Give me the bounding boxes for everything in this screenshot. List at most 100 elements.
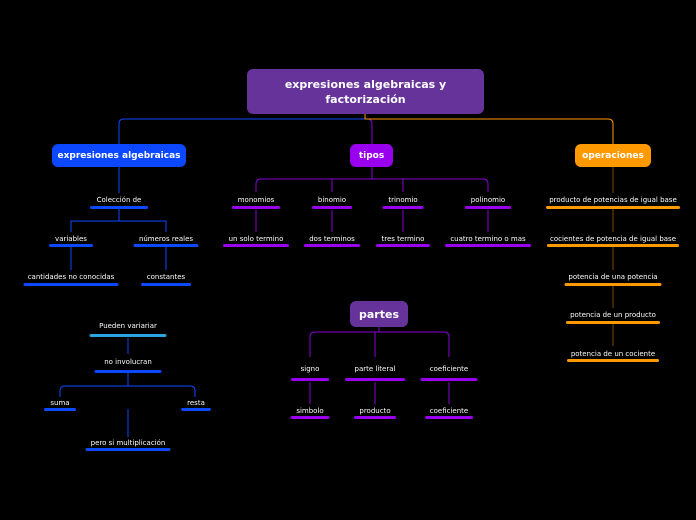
topic-signo[interactable]: signo [280,364,340,382]
topic-no-involucran-label: no involucran [104,358,152,366]
topic-parte-literal[interactable]: parte literal [335,364,415,382]
topic-monomios[interactable]: monomios [206,195,306,210]
topic-numeros-reales-label: números reales [138,235,194,243]
branch-operaciones-label: operaciones [582,150,644,161]
topic-potencia-producto-underline [566,321,660,324]
topic-parte-literal-underline [345,378,405,381]
topic-resta[interactable]: resta [166,398,226,413]
topic-producto-potencias-underline [546,206,680,209]
topic-polinomio-label: polinomio [470,196,506,204]
topic-pero-underline [85,448,171,451]
topic-coleccion-underline [90,206,148,209]
topic-dos-underline [304,244,360,247]
topic-producto-potencias-label: producto de potencias de igual base [549,196,677,204]
topic-variables-label: variables [55,235,87,243]
topic-monomios-underline [232,206,280,209]
topic-binomio[interactable]: binomio [292,195,372,210]
topic-resta-underline [181,408,211,411]
topic-pueden-underline [89,334,167,337]
topic-un-solo-underline [223,244,289,247]
line-root-expresiones [118,114,366,145]
branch-partes[interactable]: partes [350,301,408,327]
topic-potencia-potencia-label: potencia de una potencia [568,273,658,281]
topic-coeficiente-underline [420,378,478,381]
topic-trinomio[interactable]: trinomio [363,195,443,210]
topic-cuatro-label: cuatro termino o mas [450,235,526,243]
topic-cocientes-potencia-underline [547,244,679,247]
topic-potencia-cociente-underline [567,359,659,362]
topic-coeficiente-2[interactable]: coeficiente [409,406,489,421]
topic-simbolo-underline [290,416,330,419]
topic-tres-underline [376,244,430,247]
topic-potencia-cociente-label: potencia de un cociente [570,350,656,358]
topic-cocientes-potencia[interactable]: cocientes de potencia de igual base [538,234,688,249]
topic-polinomio-underline [465,206,511,209]
topic-pero-label: pero si multiplicación [90,439,166,447]
topic-suma-underline [44,408,76,411]
topic-constantes[interactable]: constantes [116,272,216,287]
topic-cuatro[interactable]: cuatro termino o mas [428,234,548,249]
lines-tipos [255,167,489,232]
topic-cantidades-label: cantidades no conocidas [27,273,115,281]
topic-potencia-cociente[interactable]: potencia de un cociente [548,349,678,364]
topic-un-solo[interactable]: un solo termino [206,234,306,249]
topic-potencia-producto[interactable]: potencia de un producto [548,310,678,325]
topic-signo-underline [291,378,329,381]
branch-partes-label: partes [359,307,399,321]
topic-potencia-potencia[interactable]: potencia de una potencia [548,272,678,287]
topic-coleccion-label: Colección de [96,196,142,204]
topic-cocientes-potencia-label: cocientes de potencia de igual base [549,235,677,243]
topic-no-involucran[interactable]: no involucran [68,357,188,375]
topic-no-involucran-underline [94,370,162,373]
topic-un-solo-label: un solo termino [228,235,284,243]
topic-monomios-label: monomios [237,196,275,204]
topic-producto-label: producto [359,407,391,415]
topic-simbolo[interactable]: simbolo [280,406,340,421]
topic-simbolo-label: simbolo [296,407,324,415]
topic-suma-label: suma [50,399,70,407]
topic-signo-label: signo [300,365,320,373]
topic-cantidades-underline [23,283,119,286]
lines-partes [309,327,450,404]
topic-pueden-label: Pueden variariar [99,322,157,330]
topic-polinomio[interactable]: polinomio [448,195,528,210]
root-topic[interactable]: expresiones algebraicas y factorización [247,69,484,114]
topic-potencia-producto-label: potencia de un producto [570,311,656,319]
line-root-operaciones [364,114,614,145]
topic-suma[interactable]: suma [30,398,90,413]
topic-cuatro-underline [445,244,531,247]
topic-binomio-label: binomio [317,196,347,204]
topic-coleccion[interactable]: Colección de [59,195,179,210]
topic-binomio-underline [312,206,352,209]
topic-coeficiente-label: coeficiente [429,365,469,373]
branch-tipos[interactable]: tipos [350,144,393,167]
topic-pero[interactable]: pero si multiplicación [68,438,188,453]
branch-expresiones-label: expresiones algebraicas [57,150,181,161]
topic-variables-underline [49,244,93,247]
topic-tres[interactable]: tres termino [353,234,453,249]
topic-dos[interactable]: dos terminos [282,234,382,249]
topic-trinomio-label: trinomio [388,196,418,204]
topic-producto[interactable]: producto [345,406,405,421]
lines-expresiones [59,167,196,437]
topic-producto-potencias[interactable]: producto de potencias de igual base [538,195,688,210]
topic-parte-literal-label: parte literal [354,365,396,373]
branch-tipos-label: tipos [358,150,385,161]
topic-resta-label: resta [187,399,205,407]
topic-potencia-potencia-underline [564,283,662,286]
branch-expresiones[interactable]: expresiones algebraicas [52,144,186,167]
topic-numeros-reales[interactable]: números reales [116,234,216,249]
root-title: expresiones algebraicas y factorización [284,77,447,106]
topic-constantes-label: constantes [146,273,186,281]
topic-coeficiente[interactable]: coeficiente [409,364,489,382]
topic-numeros-reales-underline [133,244,199,247]
topic-variables[interactable]: variables [21,234,121,249]
branch-operaciones[interactable]: operaciones [575,144,651,167]
topic-coeficiente-2-label: coeficiente [429,407,469,415]
topic-coeficiente-2-underline [425,416,473,419]
topic-producto-underline [354,416,396,419]
topic-tres-label: tres termino [381,235,425,243]
topic-cantidades[interactable]: cantidades no conocidas [11,272,131,287]
topic-pueden[interactable]: Pueden variariar [68,321,188,339]
